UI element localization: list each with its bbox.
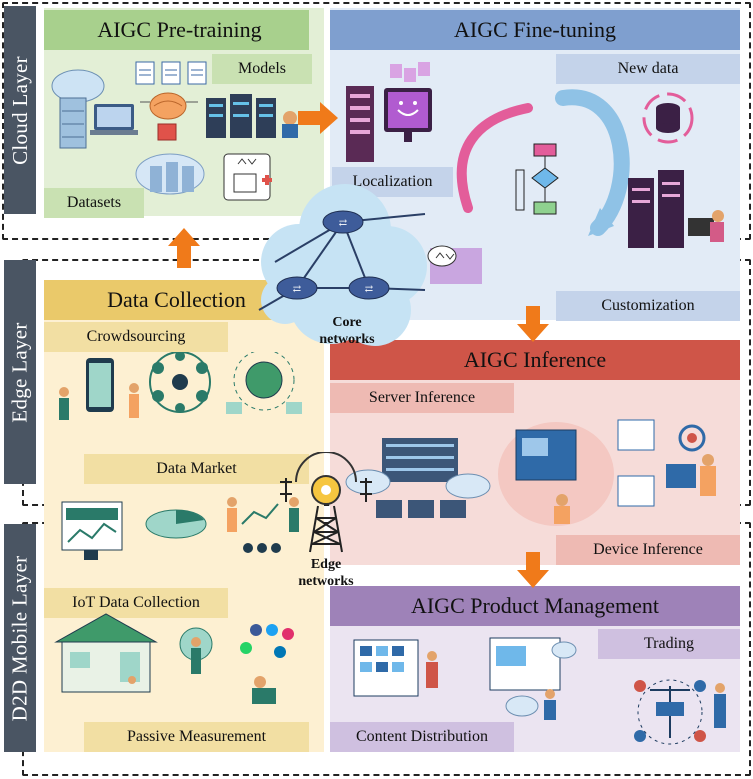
collection-iot-label: IoT Data Collection — [44, 588, 228, 618]
brain-icon — [140, 92, 198, 120]
pretraining-datasets-label: Datasets — [44, 188, 144, 218]
device-dashboard-icon — [498, 422, 614, 526]
collection-illustration — [54, 352, 302, 704]
data-market-dashboard-icon — [61, 501, 123, 560]
laptop-icon — [90, 104, 138, 135]
core-network-cloud: ⇄ ⇄ ⇄ Core networks — [258, 184, 427, 347]
server-rack-icon — [206, 94, 298, 138]
inference-device-label: Device Inference — [556, 535, 740, 565]
cube-icon — [157, 123, 177, 141]
cloud-layer-label: Cloud Layer — [7, 55, 32, 165]
cloud-sync-icon — [427, 245, 482, 284]
database-sync-icon — [642, 92, 694, 144]
svg-text:⇄: ⇄ — [293, 284, 302, 295]
pie-chart-icon — [145, 509, 207, 539]
inference-server-label: Server Inference — [330, 383, 514, 413]
arrow-finetuning-to-inference — [517, 306, 549, 342]
edge-networks-line1: Edge — [311, 557, 341, 572]
social-apps-icon — [240, 624, 294, 704]
finetuning-illustration — [346, 62, 724, 284]
core-networks-line2: networks — [319, 332, 375, 347]
document-icons — [135, 61, 207, 85]
edge-networks-line2: networks — [298, 574, 354, 589]
edge-layer-tag: Edge Layer — [4, 260, 36, 484]
antenna-icon — [280, 478, 372, 502]
social-network-icon — [149, 352, 211, 413]
server-monitor-icon — [346, 62, 432, 162]
collection-crowdsourcing-label: Crowdsourcing — [44, 322, 228, 352]
inference-title: AIGC Inference — [330, 340, 740, 380]
inference-illustration — [345, 419, 716, 526]
svg-text:⇄: ⇄ — [365, 284, 374, 295]
svg-text:⇄: ⇄ — [339, 218, 348, 229]
edge-layer-label: Edge Layer — [7, 321, 32, 423]
tower-icon — [309, 505, 343, 553]
router-icon: ⇄ — [276, 276, 318, 300]
crowdsourcing-people-icon — [59, 358, 139, 420]
checklist-analyst-icon — [617, 419, 716, 507]
datacenter-worker-icon — [628, 170, 724, 248]
d2d-layer-tag: D2D Mobile Layer — [4, 524, 36, 752]
image-transfer-icon — [223, 153, 272, 201]
trading-scale-icon — [634, 679, 726, 745]
finetuning-new-data-label: New data — [556, 54, 740, 84]
finetuning-localization-label: Localization — [332, 167, 453, 197]
globe-network-icon — [226, 352, 302, 414]
pretraining-models-label: Models — [212, 54, 312, 84]
iot-person-icon — [179, 627, 213, 674]
smart-home-icon — [54, 613, 158, 693]
arrow-collection-to-pretraining — [168, 228, 200, 268]
pretraining-illustration — [51, 61, 298, 201]
arrow-inference-to-product — [517, 552, 549, 588]
d2d-layer-label: D2D Mobile Layer — [7, 555, 32, 721]
cloud-layer-tag: Cloud Layer — [4, 6, 36, 214]
cloud-server-icon — [51, 69, 105, 149]
core-networks-line1: Core — [332, 315, 361, 330]
datacenter-cloud-icon — [135, 153, 205, 195]
product-illustration — [353, 637, 726, 745]
product-distribution-label: Content Distribution — [330, 722, 514, 752]
collection-passive-label: Passive Measurement — [84, 722, 309, 752]
content-distribution-icon — [489, 637, 577, 720]
flowchart-icon — [515, 143, 559, 215]
router-icon: ⇄ — [322, 210, 364, 234]
arrow-pretraining-to-finetuning — [298, 102, 338, 134]
product-trading-label: Trading — [598, 629, 740, 659]
edge-network-tower: Edge networks — [280, 452, 372, 589]
server-inference-icon — [345, 438, 491, 518]
content-board-icon — [353, 639, 438, 697]
router-icon: ⇄ — [348, 276, 390, 300]
analyst-people-icon — [227, 497, 299, 553]
product-title: AIGC Product Management — [330, 586, 740, 626]
collection-data-market-label: Data Market — [84, 454, 309, 484]
pretraining-title: AIGC Pre-training — [44, 10, 309, 50]
finetuning-title: AIGC Fine-tuning — [330, 10, 740, 50]
finetuning-customization-label: Customization — [556, 291, 740, 321]
cycle-arrow-icon — [456, 89, 630, 236]
